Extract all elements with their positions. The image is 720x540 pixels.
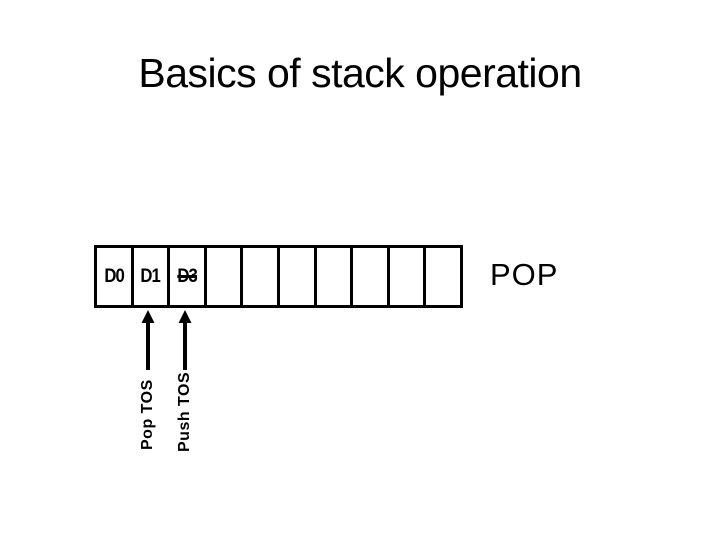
stack-register-row: D0 D1 D3 [94, 245, 463, 308]
pop-tos-label: Pop TOS [139, 379, 156, 450]
pop-operation-label: POP [490, 257, 559, 292]
stack-cell [280, 248, 317, 305]
stack-cell [317, 248, 354, 305]
stack-cell [207, 248, 244, 305]
stack-cell [353, 248, 390, 305]
push-tos-label: Push TOS [176, 371, 193, 452]
up-arrow-icon [141, 310, 155, 370]
slide-title: Basics of stack operation [138, 50, 582, 96]
up-arrow-icon [178, 310, 192, 370]
cell-label: D1 [140, 265, 162, 287]
stack-cell: D0 [97, 248, 134, 305]
stack-cell [390, 248, 427, 305]
stack-cell: D3 [170, 248, 207, 305]
cell-label: D3 [177, 265, 198, 287]
stack-cell [243, 248, 280, 305]
stack-cell [426, 248, 460, 305]
stack-cell: D1 [134, 248, 171, 305]
cell-label: D0 [103, 265, 125, 287]
